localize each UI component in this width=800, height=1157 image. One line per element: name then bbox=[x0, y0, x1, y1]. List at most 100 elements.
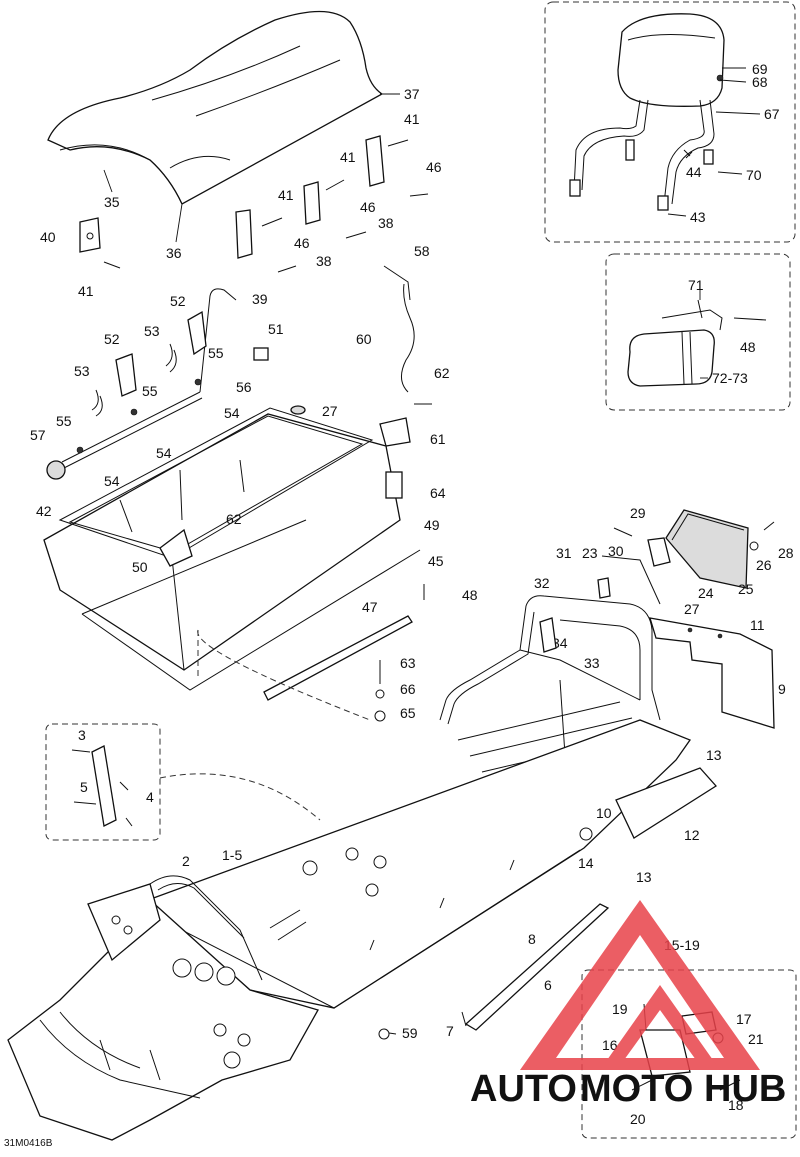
callout-41c: 41 bbox=[340, 149, 356, 165]
callout-72-73: 72-73 bbox=[712, 370, 748, 386]
callout-37: 37 bbox=[404, 86, 420, 102]
inset-bracket-frame bbox=[45, 723, 161, 841]
callout-38b: 38 bbox=[316, 253, 332, 269]
callout-60: 60 bbox=[356, 331, 372, 347]
callout-47: 47 bbox=[362, 599, 378, 615]
callout-8: 8 bbox=[528, 931, 536, 947]
callout-53b: 53 bbox=[74, 363, 90, 379]
callout-41b: 41 bbox=[278, 187, 294, 203]
footrest bbox=[615, 767, 717, 839]
callout-44: 44 bbox=[686, 164, 702, 180]
callout-55b: 55 bbox=[142, 383, 158, 399]
callout-71: 71 bbox=[688, 277, 704, 293]
callout-56: 56 bbox=[236, 379, 252, 395]
callout-3: 3 bbox=[78, 727, 86, 743]
callout-48b: 48 bbox=[740, 339, 756, 355]
callout-63: 63 bbox=[400, 655, 416, 671]
callout-65: 65 bbox=[400, 705, 416, 721]
callout-59: 59 bbox=[402, 1025, 418, 1041]
callout-67: 67 bbox=[764, 106, 780, 122]
callout-33: 33 bbox=[584, 655, 600, 671]
callout-38a: 38 bbox=[378, 215, 394, 231]
callout-46c: 46 bbox=[294, 235, 310, 251]
callout-66: 66 bbox=[400, 681, 416, 697]
callout-52a: 52 bbox=[170, 293, 186, 309]
callout-70: 70 bbox=[746, 167, 762, 183]
callout-18: 18 bbox=[728, 1097, 744, 1113]
callout-45: 45 bbox=[428, 553, 444, 569]
callout-42: 42 bbox=[36, 503, 52, 519]
callout-57: 57 bbox=[30, 427, 46, 443]
callout-17: 17 bbox=[736, 1011, 752, 1027]
callout-19: 19 bbox=[612, 1001, 628, 1017]
callout-28: 28 bbox=[778, 545, 794, 561]
callout-24: 24 bbox=[698, 585, 714, 601]
front-chassis bbox=[7, 875, 319, 1141]
callout-69: 69 bbox=[752, 61, 768, 77]
callout-27b: 27 bbox=[684, 601, 700, 617]
callout-25: 25 bbox=[738, 581, 754, 597]
latch-mechanism bbox=[46, 288, 269, 480]
callout-31: 31 bbox=[556, 545, 572, 561]
callout-20: 20 bbox=[630, 1111, 646, 1127]
callout-1-5: 1-5 bbox=[222, 847, 242, 863]
callout-46a: 46 bbox=[426, 159, 442, 175]
callout-48a: 48 bbox=[462, 587, 478, 603]
callout-55c: 55 bbox=[56, 413, 72, 429]
callout-49: 49 bbox=[424, 517, 440, 533]
callout-6: 6 bbox=[544, 977, 552, 993]
callout-35: 35 bbox=[104, 194, 120, 210]
callout-54a: 54 bbox=[224, 405, 240, 421]
callout-4: 4 bbox=[146, 789, 154, 805]
storage-box bbox=[43, 405, 421, 691]
callout-58: 58 bbox=[414, 243, 430, 259]
callout-50: 50 bbox=[132, 559, 148, 575]
callout-41d: 41 bbox=[404, 111, 420, 127]
rear-rack bbox=[439, 595, 661, 801]
callout-27a: 27 bbox=[322, 403, 338, 419]
inset-backrest-frame bbox=[544, 1, 796, 243]
callout-54c: 54 bbox=[104, 473, 120, 489]
callout-64: 64 bbox=[430, 485, 446, 501]
callout-62a: 62 bbox=[434, 365, 450, 381]
callout-7: 7 bbox=[446, 1023, 454, 1039]
callout-46b: 46 bbox=[360, 199, 376, 215]
callout-26: 26 bbox=[756, 557, 772, 573]
callout-14: 14 bbox=[578, 855, 594, 871]
callout-36: 36 bbox=[166, 245, 182, 261]
callout-43: 43 bbox=[690, 209, 706, 225]
callout-5: 5 bbox=[80, 779, 88, 795]
callout-10: 10 bbox=[596, 805, 612, 821]
seat bbox=[47, 10, 384, 205]
callout-55a: 55 bbox=[208, 345, 224, 361]
callout-32: 32 bbox=[534, 575, 550, 591]
watermark-hub: HUB bbox=[704, 1068, 786, 1110]
callout-12: 12 bbox=[684, 827, 700, 843]
callout-29: 29 bbox=[630, 505, 646, 521]
callout-40: 40 bbox=[40, 229, 56, 245]
mounting-strip bbox=[263, 615, 413, 701]
watermark-logo bbox=[520, 900, 760, 1070]
inset-bag-frame bbox=[605, 253, 791, 411]
callout-13b: 13 bbox=[636, 869, 652, 885]
callout-30: 30 bbox=[608, 543, 624, 559]
watermark-moto: MOTO bbox=[580, 1068, 693, 1110]
tail-light-assembly bbox=[597, 509, 775, 605]
callout-61: 61 bbox=[430, 431, 446, 447]
callout-9: 9 bbox=[778, 681, 786, 697]
bracket-detail bbox=[71, 745, 133, 827]
snow-flap bbox=[649, 617, 775, 729]
callout-16: 16 bbox=[602, 1037, 618, 1053]
callout-21: 21 bbox=[748, 1031, 764, 1047]
callout-11: 11 bbox=[750, 617, 765, 633]
callout-41a: 41 bbox=[78, 283, 94, 299]
callout-2: 2 bbox=[182, 853, 190, 869]
callout-13a: 13 bbox=[706, 747, 722, 763]
callout-68: 68 bbox=[752, 74, 768, 90]
callout-52b: 52 bbox=[104, 331, 120, 347]
drawing-code: 31M0416B bbox=[4, 1138, 53, 1149]
watermark-auto: AUTO bbox=[470, 1068, 577, 1110]
callout-54b: 54 bbox=[156, 445, 172, 461]
